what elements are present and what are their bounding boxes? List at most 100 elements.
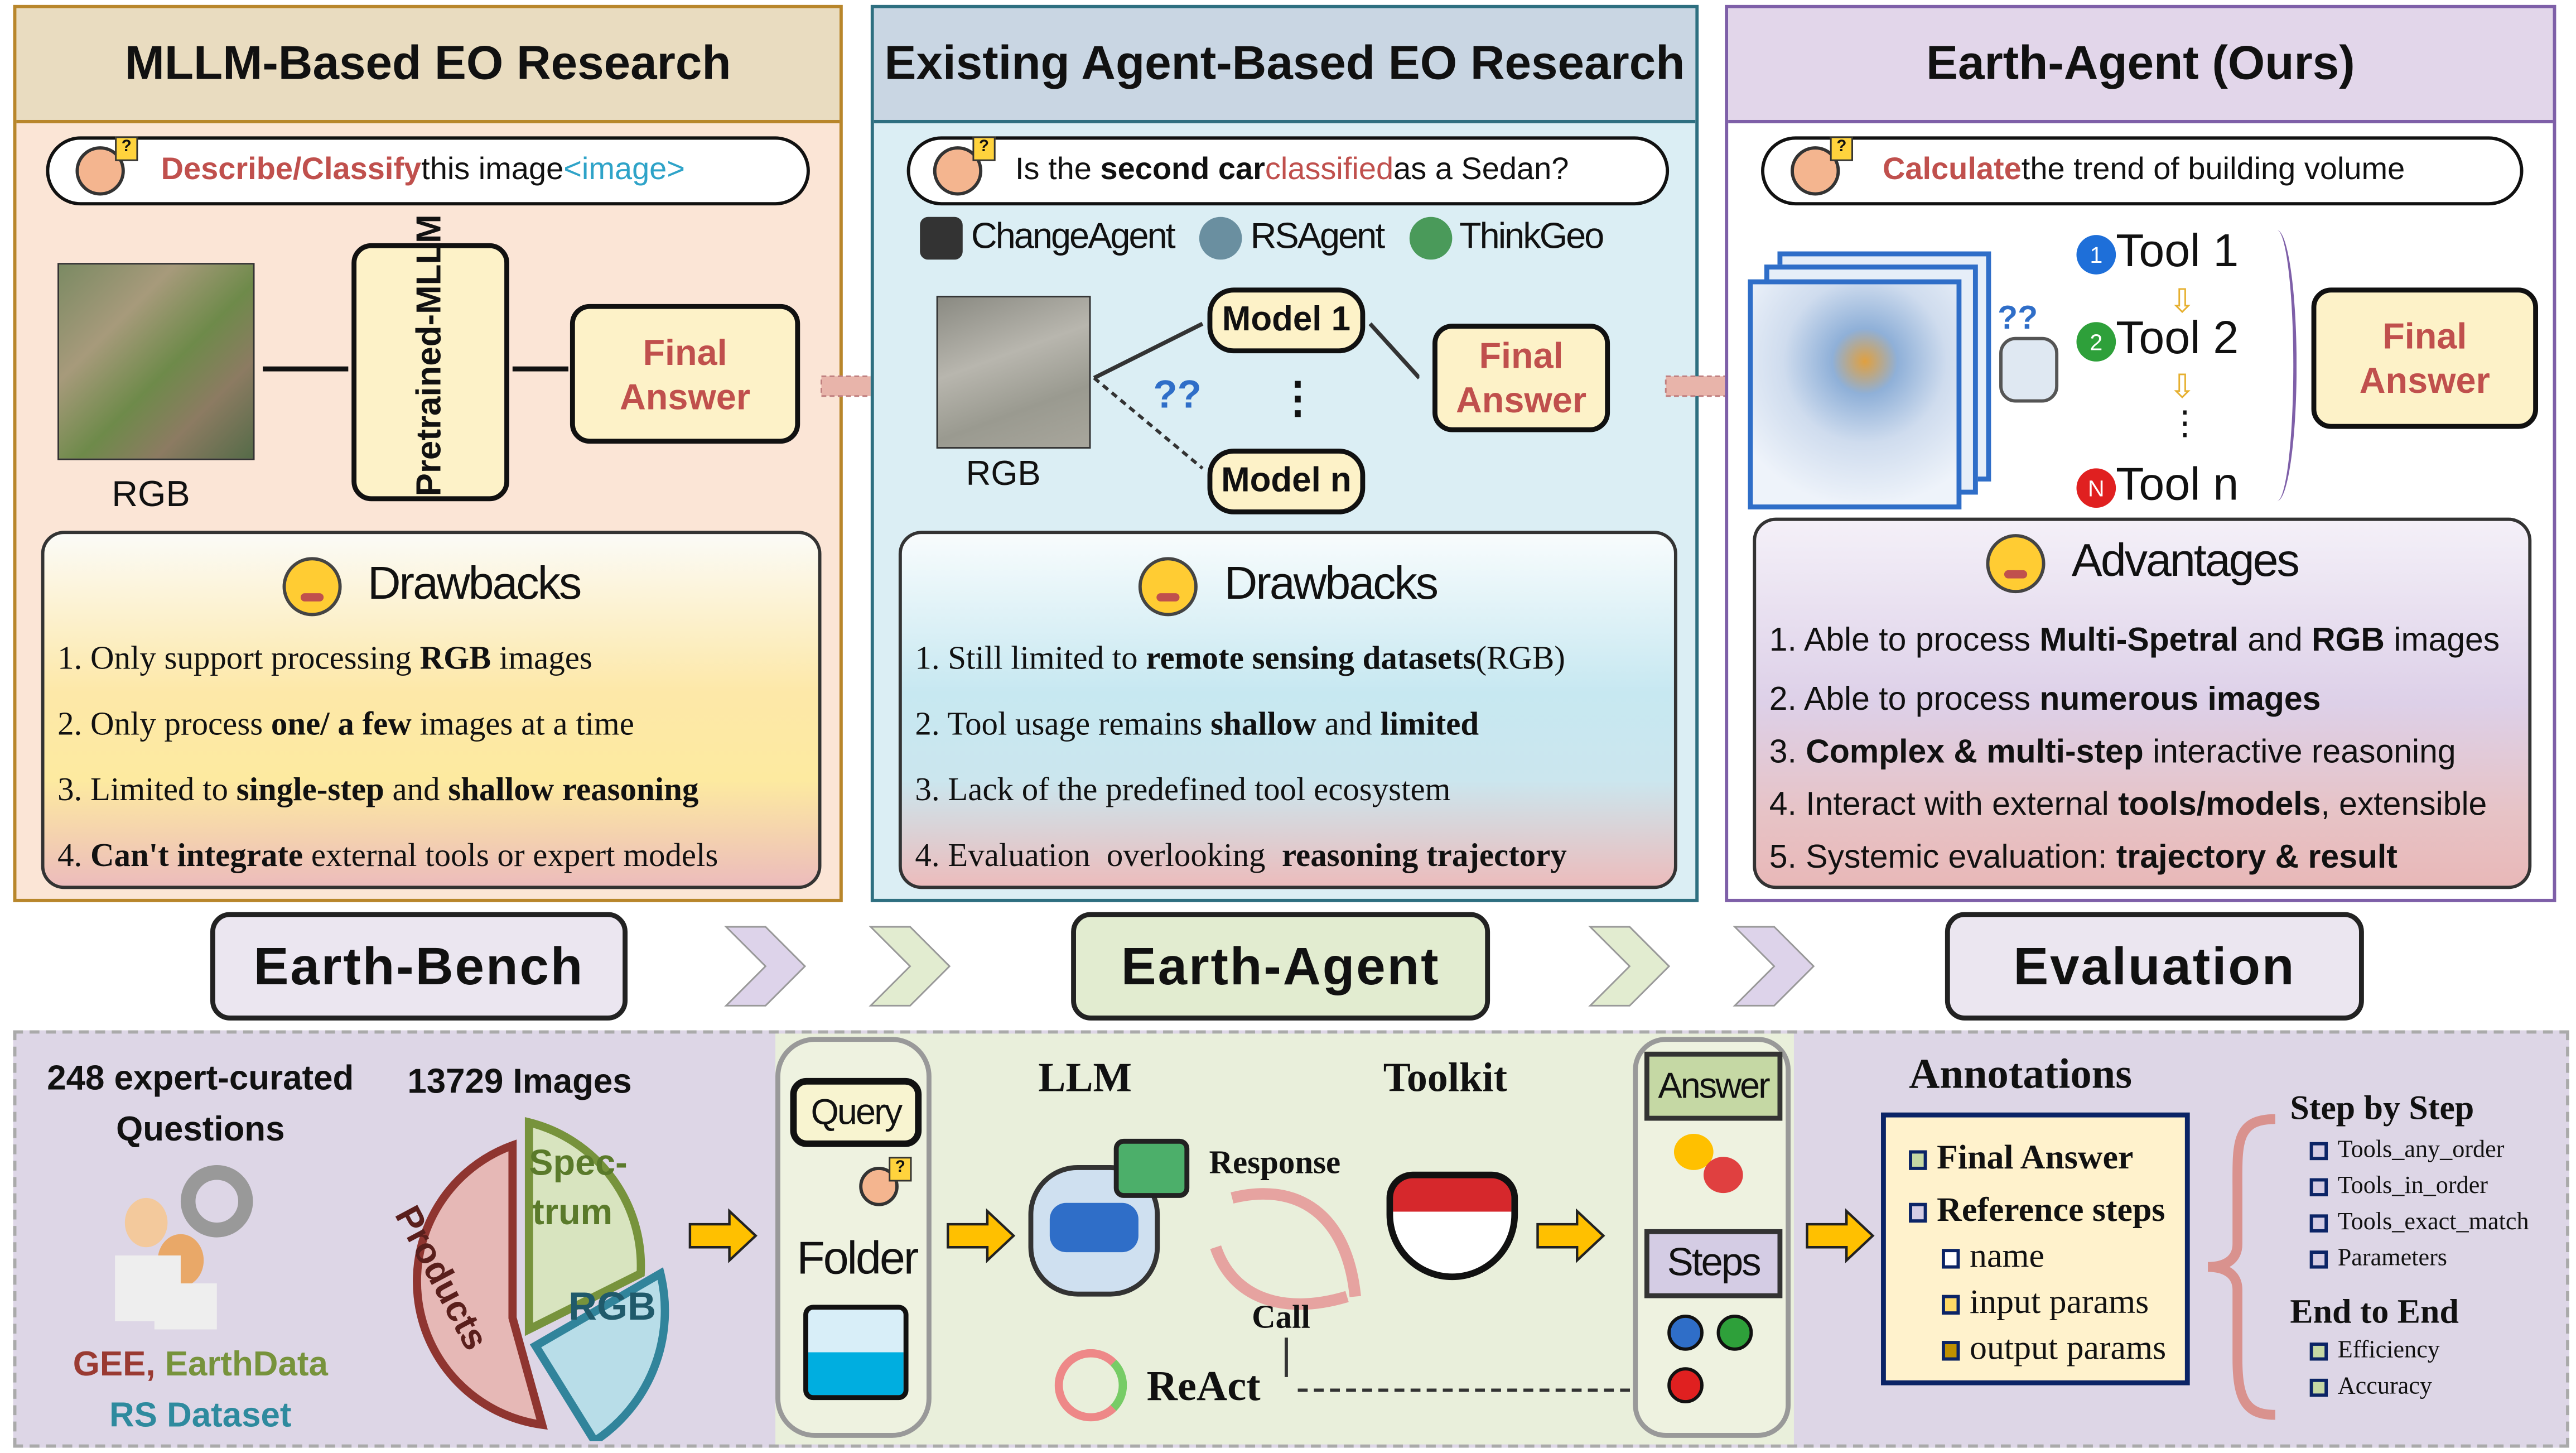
user-icon: [75, 136, 138, 196]
earth-icon: [1408, 217, 1452, 260]
satellite-image: [936, 296, 1091, 449]
annotations-box: Final Answer Reference steps name input …: [1881, 1112, 2190, 1385]
pie-rgb: [529, 1267, 669, 1441]
checkbox-icon: [1941, 1341, 1960, 1361]
happy-face-icon: [1986, 534, 2046, 594]
final-answer-box: Final Answer: [2311, 287, 2539, 429]
list-item: 3. Complex & multi-step interactive reas…: [1769, 734, 2456, 771]
response-label: Response: [1209, 1145, 1341, 1182]
pie-products: [413, 1139, 548, 1430]
annotation-input-params: input params: [1941, 1282, 2149, 1323]
metric-tools-any-order: Tools_any_order: [2290, 1132, 2529, 1168]
panel-existing-agent: Existing Agent-Based EO Research Is the …: [870, 4, 1699, 902]
stage-earth-bench: Earth-Bench: [210, 912, 628, 1021]
user-icon: [1791, 136, 1853, 196]
query-text: as a Sedan?: [1393, 152, 1569, 187]
dashed-arrow: [1297, 1388, 1646, 1392]
tool-label: Tool 2: [2116, 312, 2239, 363]
tool-label: Tool n: [2116, 458, 2239, 509]
section-title: Drawbacks: [1224, 557, 1439, 609]
annotation-output-params: output params: [1941, 1328, 2166, 1369]
llm-label: LLM: [1038, 1056, 1132, 1101]
end-to-end-title: End to End: [2290, 1291, 2459, 1331]
badge-n-icon: N: [2076, 468, 2116, 507]
metric-tools-exact-match: Tools_exact_match: [2290, 1205, 2529, 1241]
agent-thinkgeo: ThinkGeo: [1459, 215, 1604, 257]
worried-face-icon: [1139, 557, 1198, 617]
query-bubble: Describe/Classify this image<image>: [46, 136, 810, 206]
list-item: 4. Interact with external tools/models, …: [1769, 787, 2487, 824]
query-text: the trend of building volume: [2021, 152, 2405, 187]
panel-title: MLLM-Based EO Research: [16, 8, 840, 123]
list-item: 2. Able to process numerous images: [1769, 682, 2321, 718]
react-label: ReAct: [1146, 1362, 1261, 1410]
question-icon: ??: [1998, 300, 2038, 337]
checkbox-icon: [2309, 1214, 2328, 1233]
toolkit-label: Toolkit: [1383, 1056, 1508, 1101]
final-answer-box: Final Answer: [570, 304, 800, 444]
folder-label: Folder: [797, 1232, 919, 1284]
llm-robot-icon: [1028, 1165, 1160, 1297]
annotation-name: name: [1941, 1236, 2044, 1277]
list-item: 4. Evaluation overlooking reasoning traj…: [915, 838, 1567, 874]
list-item: 1. Still limited to remote sensing datas…: [915, 641, 1565, 677]
robot-icon: [1999, 336, 2059, 403]
chevron-icon: [1733, 926, 1815, 1007]
metric-efficiency: Efficiency: [2290, 1332, 2529, 1369]
checkbox-icon: [1941, 1249, 1960, 1269]
yellow-arrow-icon: [947, 1208, 1016, 1263]
list-item: 2. Tool usage remains shallow and limite…: [915, 706, 1479, 743]
query-bubble: Calculate the trend of building volume: [1761, 136, 2524, 206]
user-icon: [933, 136, 996, 196]
chevron-icon: [869, 926, 951, 1007]
yellow-arrow-icon: [688, 1208, 758, 1263]
answer-box: Answer: [1644, 1051, 1783, 1121]
qa-icon: [1673, 1134, 1743, 1203]
checkbox-icon: [1909, 1151, 1927, 1171]
robot-icon: [920, 217, 963, 260]
stage-evaluation: Evaluation: [1945, 912, 2364, 1021]
query-highlight: Calculate: [1882, 152, 2022, 187]
checkbox-icon: [2309, 1250, 2328, 1269]
checkbox-icon: [2309, 1178, 2328, 1197]
checkbox-icon: [2309, 1142, 2328, 1161]
images-icon: [803, 1305, 909, 1401]
stage-earth-agent: Earth-Agent: [1071, 912, 1490, 1021]
satellite-image: [57, 263, 255, 460]
model-1-box: Model 1: [1207, 287, 1366, 354]
image-label: RGB: [112, 473, 190, 514]
chevron-icon: [724, 926, 807, 1007]
tool-label: Tool 1: [2116, 225, 2239, 276]
yellow-arrow-icon: [1536, 1208, 1605, 1263]
step-by-step-title: Step by Step: [2290, 1088, 2474, 1128]
agent-list: ChangeAgent RSAgent ThinkGeo: [920, 215, 1604, 260]
ellipsis: ⋮: [2168, 406, 2202, 442]
pie-label-spec: Spec-: [529, 1142, 627, 1183]
query-bubble: Query: [790, 1077, 922, 1147]
section-title: Advantages: [2071, 535, 2300, 586]
query-bold: second car: [1100, 152, 1265, 187]
chat-icon: [1113, 1138, 1190, 1198]
call-line: [1284, 1337, 1288, 1377]
evaluation-list: Step by Step Tools_any_order Tools_in_or…: [2290, 1090, 2529, 1405]
question-icon: ??: [1153, 373, 1202, 418]
badge-1-icon: 1: [2076, 234, 2116, 274]
ellipsis: ⋮: [1276, 373, 1319, 422]
arrow-icon: [263, 366, 349, 372]
checkbox-icon: [1909, 1203, 1927, 1223]
drawbacks-box: Drawbacks 1. Still limited to remote sen…: [898, 531, 1677, 889]
model-label: Pretrained-MLLM: [411, 213, 448, 495]
badge-2-icon: 2: [2076, 321, 2116, 361]
list-item: 4. Can't integrate external tools or exp…: [57, 838, 718, 874]
agent-rsagent: RSAgent: [1250, 215, 1386, 257]
list-item: 3. Limited to single-step and shallow re…: [57, 772, 699, 809]
user-icon: [859, 1157, 912, 1206]
pie-spectrum: [524, 1117, 645, 1336]
final-answer-box: Final Answer: [1432, 324, 1610, 432]
experts-icon: [115, 1165, 263, 1330]
